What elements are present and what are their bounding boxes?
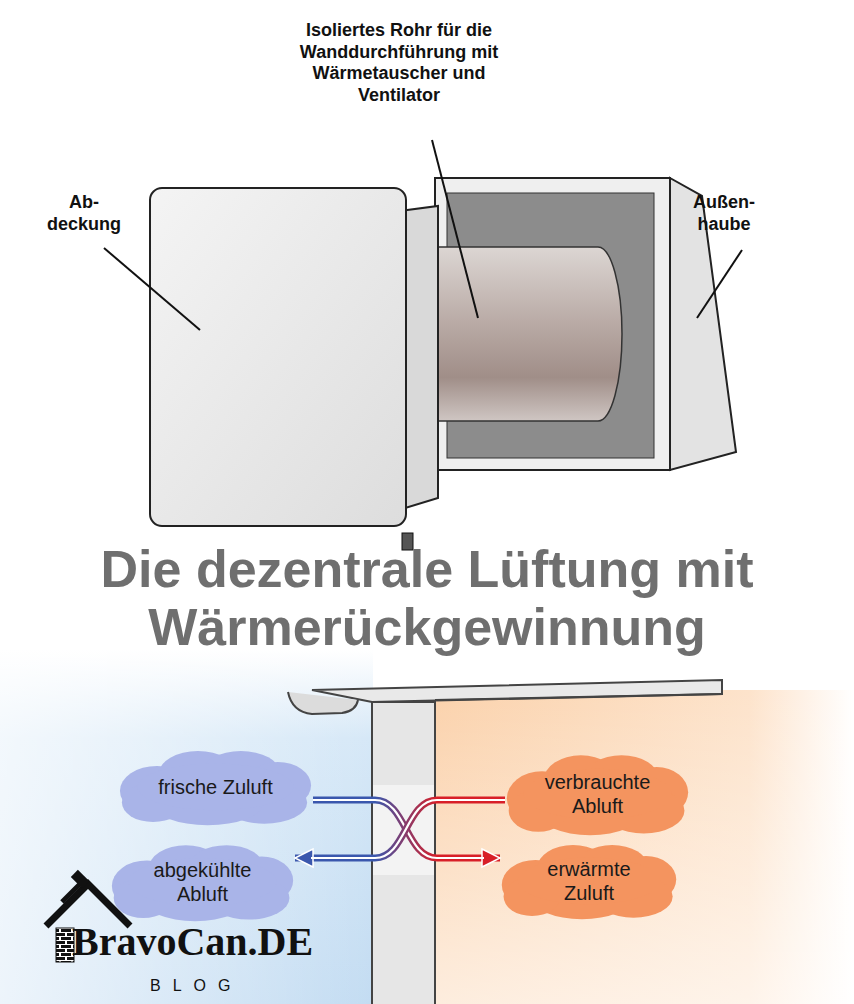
air-flow-arrow xyxy=(295,800,505,858)
air-flow-highlight xyxy=(311,800,505,858)
cloud-shape xyxy=(110,842,295,922)
part-label: Isoliertes Rohr für die Wanddurchführung… xyxy=(292,20,506,106)
air-label: abgekühlte Abluft xyxy=(144,858,262,906)
cloud-bump xyxy=(129,858,277,906)
cloud-shape xyxy=(505,752,690,836)
air-cloud: verbrauchte Abluft xyxy=(505,752,690,836)
part-label: Außen- haube xyxy=(680,192,768,235)
part-label: Ab- deckung xyxy=(44,192,124,235)
air-cloud: erwärmte Zuluft xyxy=(500,842,678,920)
cloud-bump xyxy=(524,769,672,819)
air-label: frische Zuluft xyxy=(158,775,272,799)
air-label: verbrauchte Abluft xyxy=(539,770,657,818)
air-cloud: frische Zuluft xyxy=(118,748,313,826)
cloud-bump xyxy=(138,764,294,811)
air-cloud: abgekühlte Abluft xyxy=(110,842,295,922)
air-label: erwärmte Zuluft xyxy=(530,857,648,905)
cloud-bump xyxy=(518,858,660,905)
cloud-shape xyxy=(500,842,678,920)
watermark: BLOG xyxy=(150,976,290,995)
title: Die dezentrale Lüftung mit Wärmerückgewi… xyxy=(77,540,777,656)
watermark: BravoCan.DE xyxy=(72,918,432,966)
air-flow-highlight xyxy=(313,800,484,858)
